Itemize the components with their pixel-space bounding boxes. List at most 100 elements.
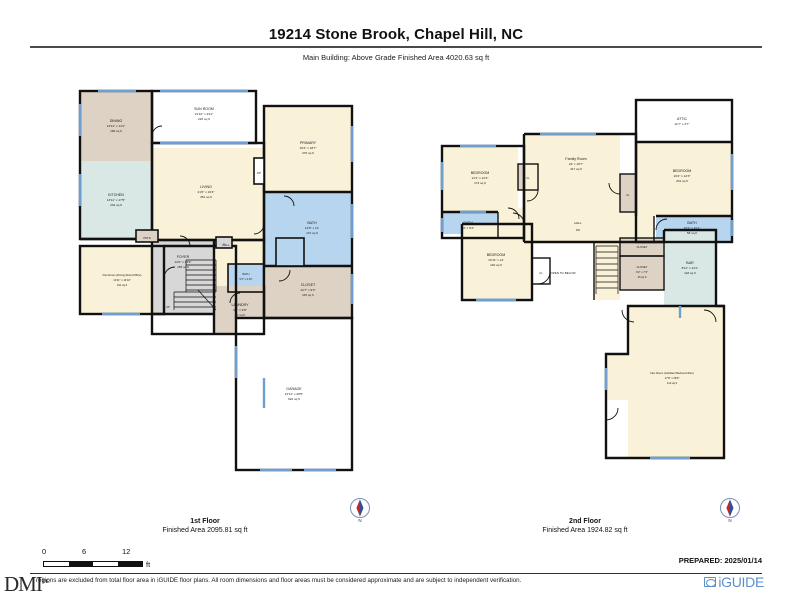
svg-text:12'7" x 9'3": 12'7" x 9'3" [300,288,315,292]
svg-text:CL: CL [526,176,530,180]
svg-text:OPEN TO BELOW: OPEN TO BELOW [550,271,575,275]
floor2-rooms: BEDROOM 14'1" x 12'4" 173 sq ft Family R… [440,98,734,460]
footer-divider [30,573,762,574]
scale-unit-label: ft [146,560,151,569]
svg-text:LAUNDRY: LAUNDRY [231,303,249,307]
room-fill-stair-well [594,242,620,300]
room-fill-sunroom [152,91,256,143]
svg-text:10' x 5'4": 10' x 5'4" [462,226,474,230]
room-fill-flexroom-bump [606,354,632,400]
svg-text:N: N [358,518,361,523]
room-fill-garage [236,318,352,470]
room-fill-bedroom-2 [636,142,732,216]
svg-text:C: C [223,242,225,246]
room-fill-living [152,148,264,240]
svg-text:DN: DN [576,228,580,232]
stairs-up-floor1 [173,259,217,311]
room-fill-attic [636,100,732,142]
compass-svg-2: N [720,498,740,523]
room-fill-dining [80,91,152,161]
floor2-caption-name: 2nd Floor [569,518,601,525]
floor1-rooms: DINING 13'11" x 14'1" 196 sq ft KITCHEN … [78,89,354,472]
svg-text:CLOSET: CLOSET [637,265,648,269]
svg-text:CLOSET: CLOSET [301,283,316,287]
svg-text:140 sq ft: 140 sq ft [490,263,502,267]
floor1-svg: DINING 13'11" x 14'1" 196 sq ft KITCHEN … [78,89,354,472]
svg-text:14'1" x 12'4": 14'1" x 12'4" [472,176,489,180]
svg-text:13'11" x 13'10": 13'11" x 13'10" [113,278,131,282]
svg-text:412 sq ft: 412 sq ft [667,381,678,385]
svg-text:118 sq ft: 118 sq ft [684,271,696,275]
stairs-down-floor2 [595,245,619,294]
room-fill-flexroom-2 [628,306,724,458]
svg-text:232 sq ft: 232 sq ft [110,203,122,207]
scale-tick-0: 0 [42,547,47,556]
dmi-logo-sub: inc [41,576,50,585]
svg-text:HALL: HALL [222,243,230,247]
svg-text:10'11" x 14': 10'11" x 14' [488,258,504,262]
scale-seg-2 [68,562,93,566]
room-fill-primary [264,106,352,192]
iguide-logo[interactable]: iGUIDE [704,574,764,590]
scale-tick-12: 12 [122,547,131,556]
svg-text:BEDROOM: BEDROOM [487,253,506,257]
svg-text:276 sq ft: 276 sq ft [302,151,314,155]
compass-svg-1: N [350,498,370,523]
dmi-logo: DMIinc [4,572,50,597]
floor1-caption: 1st Floor Finished Area 2095.81 sq ft [75,518,335,534]
svg-text:11'7" x 3'7": 11'7" x 3'7" [674,122,689,126]
svg-text:115 sq ft: 115 sq ft [302,293,314,297]
svg-text:BATH: BATH [463,221,473,225]
room-fill-flexroom [80,246,164,314]
room-fill-closet-cl2 [620,174,636,212]
svg-text:16'4" x 18'7": 16'4" x 18'7" [300,146,317,150]
svg-text:622 sq ft: 622 sq ft [288,397,300,401]
room-fill-bedroom-1 [442,146,518,212]
floor-plan-1st-floor[interactable]: DINING 13'11" x 14'1" 196 sq ft KITCHEN … [40,78,380,488]
floor2-svg: BEDROOM 14'1" x 12'4" 173 sq ft Family R… [440,98,734,460]
svg-text:58 sq ft: 58 sq ft [687,231,697,235]
svg-text:ATTIC: ATTIC [677,117,688,121]
svg-text:CL: CL [539,271,543,275]
svg-text:12'6" x 14': 12'6" x 14' [305,226,320,230]
floor-plan-2nd-floor[interactable]: BEDROOM 14'1" x 12'4" 173 sq ft Family R… [420,78,760,488]
svg-text:PRIMARY: PRIMARY [300,141,317,145]
room-fill-bedroom-3 [462,224,532,298]
svg-text:CLOSET: CLOSET [637,245,648,249]
scale-seg-3 [93,562,118,566]
svg-text:LIVING: LIVING [200,185,212,189]
svg-text:SUN ROOM: SUN ROOM [194,107,214,111]
svg-text:13'11" x 17'5": 13'11" x 17'5" [107,198,125,202]
room-fill-open-to-below [532,242,594,300]
svg-text:21'6" x 16'4": 21'6" x 16'4" [198,190,215,194]
floor1-windows [78,89,354,472]
svg-text:BAR: BAR [686,261,694,265]
svg-text:FOYER: FOYER [177,255,190,259]
svg-text:216 sq ft: 216 sq ft [198,117,210,121]
svg-text:BEDROOM: BEDROOM [471,171,490,175]
scale-bar-graphic [43,561,143,567]
room-fill-kitchen [80,161,152,239]
svg-text:16'4" x 12'3": 16'4" x 12'3" [674,174,691,178]
svg-text:F/P: F/P [257,171,261,175]
svg-text:GARAGE: GARAGE [286,387,302,391]
room-fill-closet-lower [620,256,664,290]
scale-bar-ticks: 0 6 12 [42,547,242,558]
svg-text:Flex Room (Dining Room/Office): Flex Room (Dining Room/Office) [103,273,142,277]
floor1-labels: DINING 13'11" x 14'1" 196 sq ft KITCHEN … [103,107,320,401]
page-subtitle: Main Building: Above Grade Finished Area… [302,53,490,62]
svg-text:5'4" x 4'10": 5'4" x 4'10" [239,277,252,281]
svg-text:13'11" x 14'1": 13'11" x 14'1" [107,124,125,128]
svg-text:UP: UP [166,305,170,309]
dmi-logo-text: DMI [4,572,43,596]
svg-text:HALL: HALL [574,221,582,225]
svg-text:N: N [728,518,731,523]
floor1-doors [151,125,295,304]
disclaimer-text: regions are excluded from total floor ar… [36,577,522,584]
svg-text:21'10" x 9'11": 21'10" x 9'11" [195,112,213,116]
svg-text:BATH: BATH [687,221,697,225]
svg-text:155 sq ft: 155 sq ft [177,265,189,269]
svg-text:191 sq ft: 191 sq ft [117,283,128,287]
room-fill-family-room [524,134,620,212]
page-title: 19214 Stone Brook, Chapel Hill, NC [268,26,524,43]
